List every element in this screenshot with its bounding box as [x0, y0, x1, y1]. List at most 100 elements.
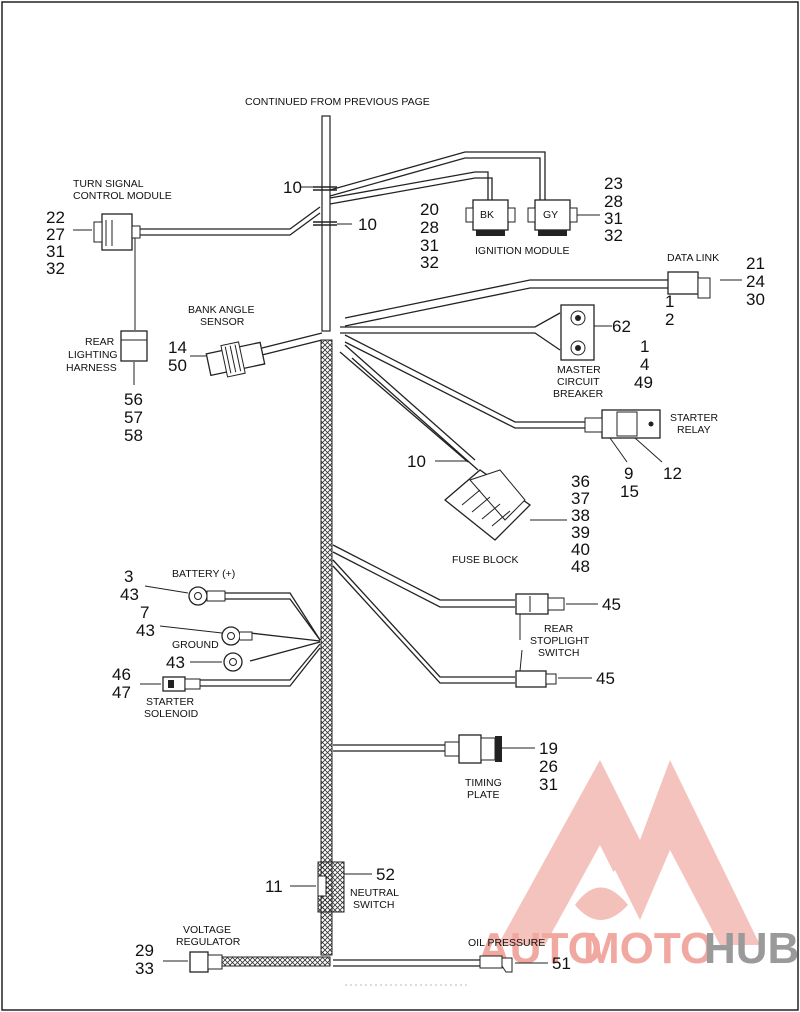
harness-ties: [300, 186, 352, 226]
ignition-module-gy[interactable]: GY: [527, 199, 578, 236]
ignition-ref-left-4: 32: [420, 253, 439, 272]
ground-ref-3: 43: [166, 653, 185, 672]
starter-solenoid-label: STARTER: [146, 696, 194, 708]
turn-signal-ref-4: 32: [46, 259, 65, 278]
ignition-ref-left-1: 20: [420, 200, 439, 219]
stoplight-label-3: SWITCH: [538, 647, 579, 659]
stoplight-ref-top: 45: [602, 595, 621, 614]
voltage-reg-label: VOLTAGE: [183, 924, 231, 936]
oil-pressure-sender[interactable]: [479, 955, 513, 973]
rear-lighting-ref-1: 56: [124, 390, 143, 409]
data-link-connector[interactable]: [667, 271, 711, 299]
rear-lighting-label-3: HARNESS: [66, 362, 117, 374]
lower-branch-wires: [200, 544, 515, 967]
oil-pressure-ref: 51: [552, 954, 571, 973]
svg-text:HUB: HUB: [704, 924, 799, 973]
bank-angle-ref-1: 14: [168, 338, 187, 357]
ignition-ref-right-3: 31: [604, 209, 623, 228]
ground-terminal-2[interactable]: [223, 652, 243, 672]
timing-plate-label-2: PLATE: [467, 789, 499, 801]
starter-relay-ref-12: 12: [663, 464, 682, 483]
svg-text:BK: BK: [480, 209, 494, 221]
ignition-ref-left-2: 28: [420, 218, 439, 237]
turn-signal-wires: [134, 206, 321, 330]
master-circuit-breaker[interactable]: [560, 304, 595, 361]
fuse-ref-4: 39: [571, 523, 590, 542]
turn-signal-module[interactable]: [93, 213, 141, 251]
timing-ref-2: 26: [539, 757, 558, 776]
voltage-reg-ref-2: 33: [135, 959, 154, 978]
harness-ref-top: 10: [283, 178, 302, 197]
bank-angle-label-2: SENSOR: [200, 316, 245, 328]
breaker-ref-a2: 2: [665, 310, 674, 329]
turn-signal-label: TURN SIGNAL: [73, 178, 144, 190]
neutral-ref-right: 52: [376, 865, 395, 884]
data-link-ref-3: 30: [746, 290, 765, 309]
breaker-ref-a1: 1: [665, 292, 674, 311]
neutral-switch-label: NEUTRAL: [350, 887, 399, 899]
rear-lighting-ref-2: 57: [124, 408, 143, 427]
watermark-logo: [498, 760, 760, 945]
timing-ref-1: 19: [539, 739, 558, 758]
rear-lighting-ref-3: 58: [124, 426, 143, 445]
battery-label: BATTERY (+): [172, 568, 235, 580]
svg-text:GY: GY: [543, 209, 558, 221]
fuse-ref-5: 40: [571, 540, 590, 559]
starter-relay-label-2: RELAY: [677, 424, 711, 436]
breaker-ref-b1: 1: [640, 337, 649, 356]
ignition-ref-right-4: 32: [604, 226, 623, 245]
fuse-block[interactable]: [443, 469, 532, 541]
rear-lighting-label: REAR: [85, 336, 115, 348]
starter-relay-label: STARTER: [670, 412, 718, 424]
neutral-switch[interactable]: [317, 875, 327, 897]
bank-angle-ref-2: 50: [168, 356, 187, 375]
starter-relay-ref-15: 15: [620, 482, 639, 501]
ground-terminal-1[interactable]: [221, 626, 253, 646]
ground-ref-1: 7: [140, 603, 149, 622]
fuse-block-label: FUSE BLOCK: [452, 554, 519, 566]
ignition-wires: [329, 151, 546, 205]
stoplight-connector-top[interactable]: [515, 593, 565, 615]
harness-ref-mid: 10: [358, 215, 377, 234]
voltage-regulator-connector[interactable]: [189, 951, 223, 973]
breaker-label: MASTER: [557, 364, 601, 376]
data-link-ref-2: 24: [746, 272, 765, 291]
battery-ref-1: 3: [124, 567, 133, 586]
breaker-ref-62: 62: [612, 317, 631, 336]
bank-angle-label: BANK ANGLE: [188, 304, 255, 316]
starter-relay-ref-9: 9: [624, 464, 633, 483]
battery-terminal[interactable]: [188, 586, 226, 606]
bank-angle-sensor[interactable]: [205, 341, 266, 378]
stoplight-label-2: STOPLIGHT: [530, 635, 590, 647]
oil-pressure-label: OIL PRESSURE: [468, 937, 545, 949]
voltage-reg-ref-1: 29: [135, 941, 154, 960]
branch-wires: [261, 279, 668, 471]
timing-plate-label: TIMING: [465, 777, 502, 789]
rear-lighting-label-2: LIGHTING: [68, 349, 118, 361]
fuse-ref-3: 38: [571, 506, 590, 525]
main-trunk: [189, 115, 345, 967]
rear-lighting-connector[interactable]: [120, 330, 148, 362]
timing-ref-3: 31: [539, 775, 558, 794]
turn-signal-ref-1: 22: [46, 208, 65, 227]
solenoid-ref-1: 46: [112, 665, 131, 684]
timing-plate-connector[interactable]: [444, 734, 502, 764]
starter-solenoid-connector[interactable]: [162, 676, 201, 692]
breaker-label-3: BREAKER: [553, 388, 604, 400]
fuse-ref-1: 36: [571, 472, 590, 491]
voltage-reg-label-2: REGULATOR: [176, 936, 241, 948]
continued-header: CONTINUED FROM PREVIOUS PAGE: [245, 96, 430, 108]
solenoid-ref-2: 47: [112, 683, 131, 702]
data-link-label: DATA LINK: [667, 252, 719, 264]
neutral-switch-label-2: SWITCH: [353, 899, 394, 911]
ignition-module-bk[interactable]: BK: [465, 199, 516, 236]
svg-text:MOTO: MOTO: [583, 924, 714, 973]
stoplight-connector-bottom[interactable]: [515, 670, 557, 688]
stoplight-label: REAR: [544, 623, 574, 635]
starter-solenoid-label-2: SOLENOID: [144, 708, 199, 720]
fuse-ref-10: 10: [407, 452, 426, 471]
starter-relay[interactable]: [584, 409, 661, 439]
breaker-ref-b3: 49: [634, 373, 653, 392]
